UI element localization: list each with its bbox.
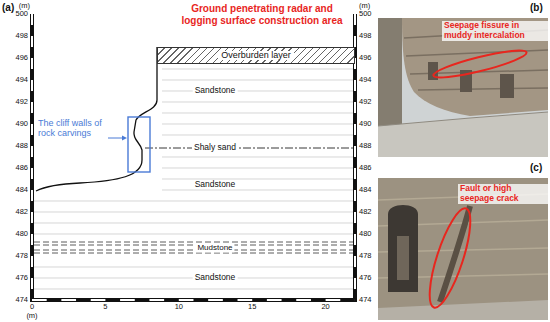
photo-b xyxy=(378,18,548,157)
cliff-wall-box xyxy=(128,117,150,172)
photo-rock xyxy=(378,178,548,320)
photo-annotation: Fault or high seepage crack xyxy=(458,184,548,204)
axis-tick: 5 xyxy=(103,303,107,312)
bedding-lines xyxy=(34,69,353,289)
left-axis-dash xyxy=(31,14,33,300)
panel-label: (b) xyxy=(530,2,543,14)
axis-tick: 492 xyxy=(15,98,28,107)
axis-tick: 478 xyxy=(359,252,372,261)
mudstone-lines xyxy=(34,242,353,253)
photo-c xyxy=(378,178,548,320)
axis-tick: 0 xyxy=(30,303,34,312)
cliff-profile xyxy=(36,47,157,191)
layer-label: Mudstone xyxy=(195,243,234,252)
axis-tick: 496 xyxy=(359,54,372,63)
axis-tick: 494 xyxy=(359,76,372,85)
axis-tick: 476 xyxy=(15,274,28,283)
photo-niche xyxy=(388,205,418,292)
axis-tick: 490 xyxy=(359,120,372,129)
axis-tick: 492 xyxy=(359,98,372,107)
axis-tick: 498 xyxy=(359,32,372,41)
axis-tick: 10 xyxy=(175,303,183,312)
axis-tick: 484 xyxy=(359,186,372,195)
layer-label: Shaly sand xyxy=(192,143,238,153)
bottom-axis xyxy=(30,298,357,302)
axis-tick: 480 xyxy=(359,230,372,239)
axis-tick: 490 xyxy=(15,120,28,129)
axis-tick: 486 xyxy=(15,164,28,173)
bottom-axis-dash xyxy=(32,299,355,301)
photo-sky xyxy=(378,18,548,157)
layer-label: Sandstone xyxy=(193,180,238,190)
left-axis xyxy=(30,14,34,300)
panel-label: (c) xyxy=(530,162,542,174)
photo-ground xyxy=(378,112,548,157)
photo-annotation: Seepage fissure in muddy intercalation xyxy=(442,21,548,41)
overburden-band: Overburden layer xyxy=(157,47,355,64)
photo-ground xyxy=(378,300,548,320)
photo-wall xyxy=(378,18,402,130)
axis-tick: 486 xyxy=(359,164,372,173)
photo-statue xyxy=(397,236,409,280)
axis-tick: 482 xyxy=(15,208,28,217)
axis-tick: 484 xyxy=(15,186,28,195)
leader-arrowhead xyxy=(122,136,127,141)
axis-tick: 474 xyxy=(359,296,372,305)
axis-tick: 15 xyxy=(248,303,256,312)
layer-label: Sandstone xyxy=(193,86,238,96)
axis-tick: 488 xyxy=(15,142,28,151)
layer-label: Sandstone xyxy=(193,273,238,283)
axis-tick: 478 xyxy=(15,252,28,261)
axis-tick: 500 xyxy=(15,10,28,19)
survey-area-label: Ground penetrating radar and logging sur… xyxy=(178,3,346,26)
photo-ground-edge xyxy=(378,112,548,126)
shaly-sand-line xyxy=(145,148,353,149)
axis-tick: 20 xyxy=(321,303,329,312)
axis-tick: 482 xyxy=(359,208,372,217)
axis-tick: 474 xyxy=(15,296,28,305)
highlight-ellipse xyxy=(422,205,479,312)
highlight-ellipse xyxy=(432,46,529,83)
axis-tick: 480 xyxy=(15,230,28,239)
photo-rock xyxy=(402,18,548,116)
layer-label: Overburden layer xyxy=(218,51,294,61)
panel-label: (a) xyxy=(2,2,14,14)
axis-tick: 498 xyxy=(15,32,28,41)
photo-niche xyxy=(500,74,514,98)
axis-tick: 500 xyxy=(359,10,372,19)
axis-tick: 496 xyxy=(15,54,28,63)
cliff-wall-label: The cliff walls of rock carvings xyxy=(38,118,106,139)
axis-tick: 494 xyxy=(15,76,28,85)
axis-unit: (m) xyxy=(26,312,37,321)
axis-tick: 488 xyxy=(359,142,372,151)
axis-tick: 476 xyxy=(359,274,372,283)
leader-line xyxy=(108,138,124,139)
